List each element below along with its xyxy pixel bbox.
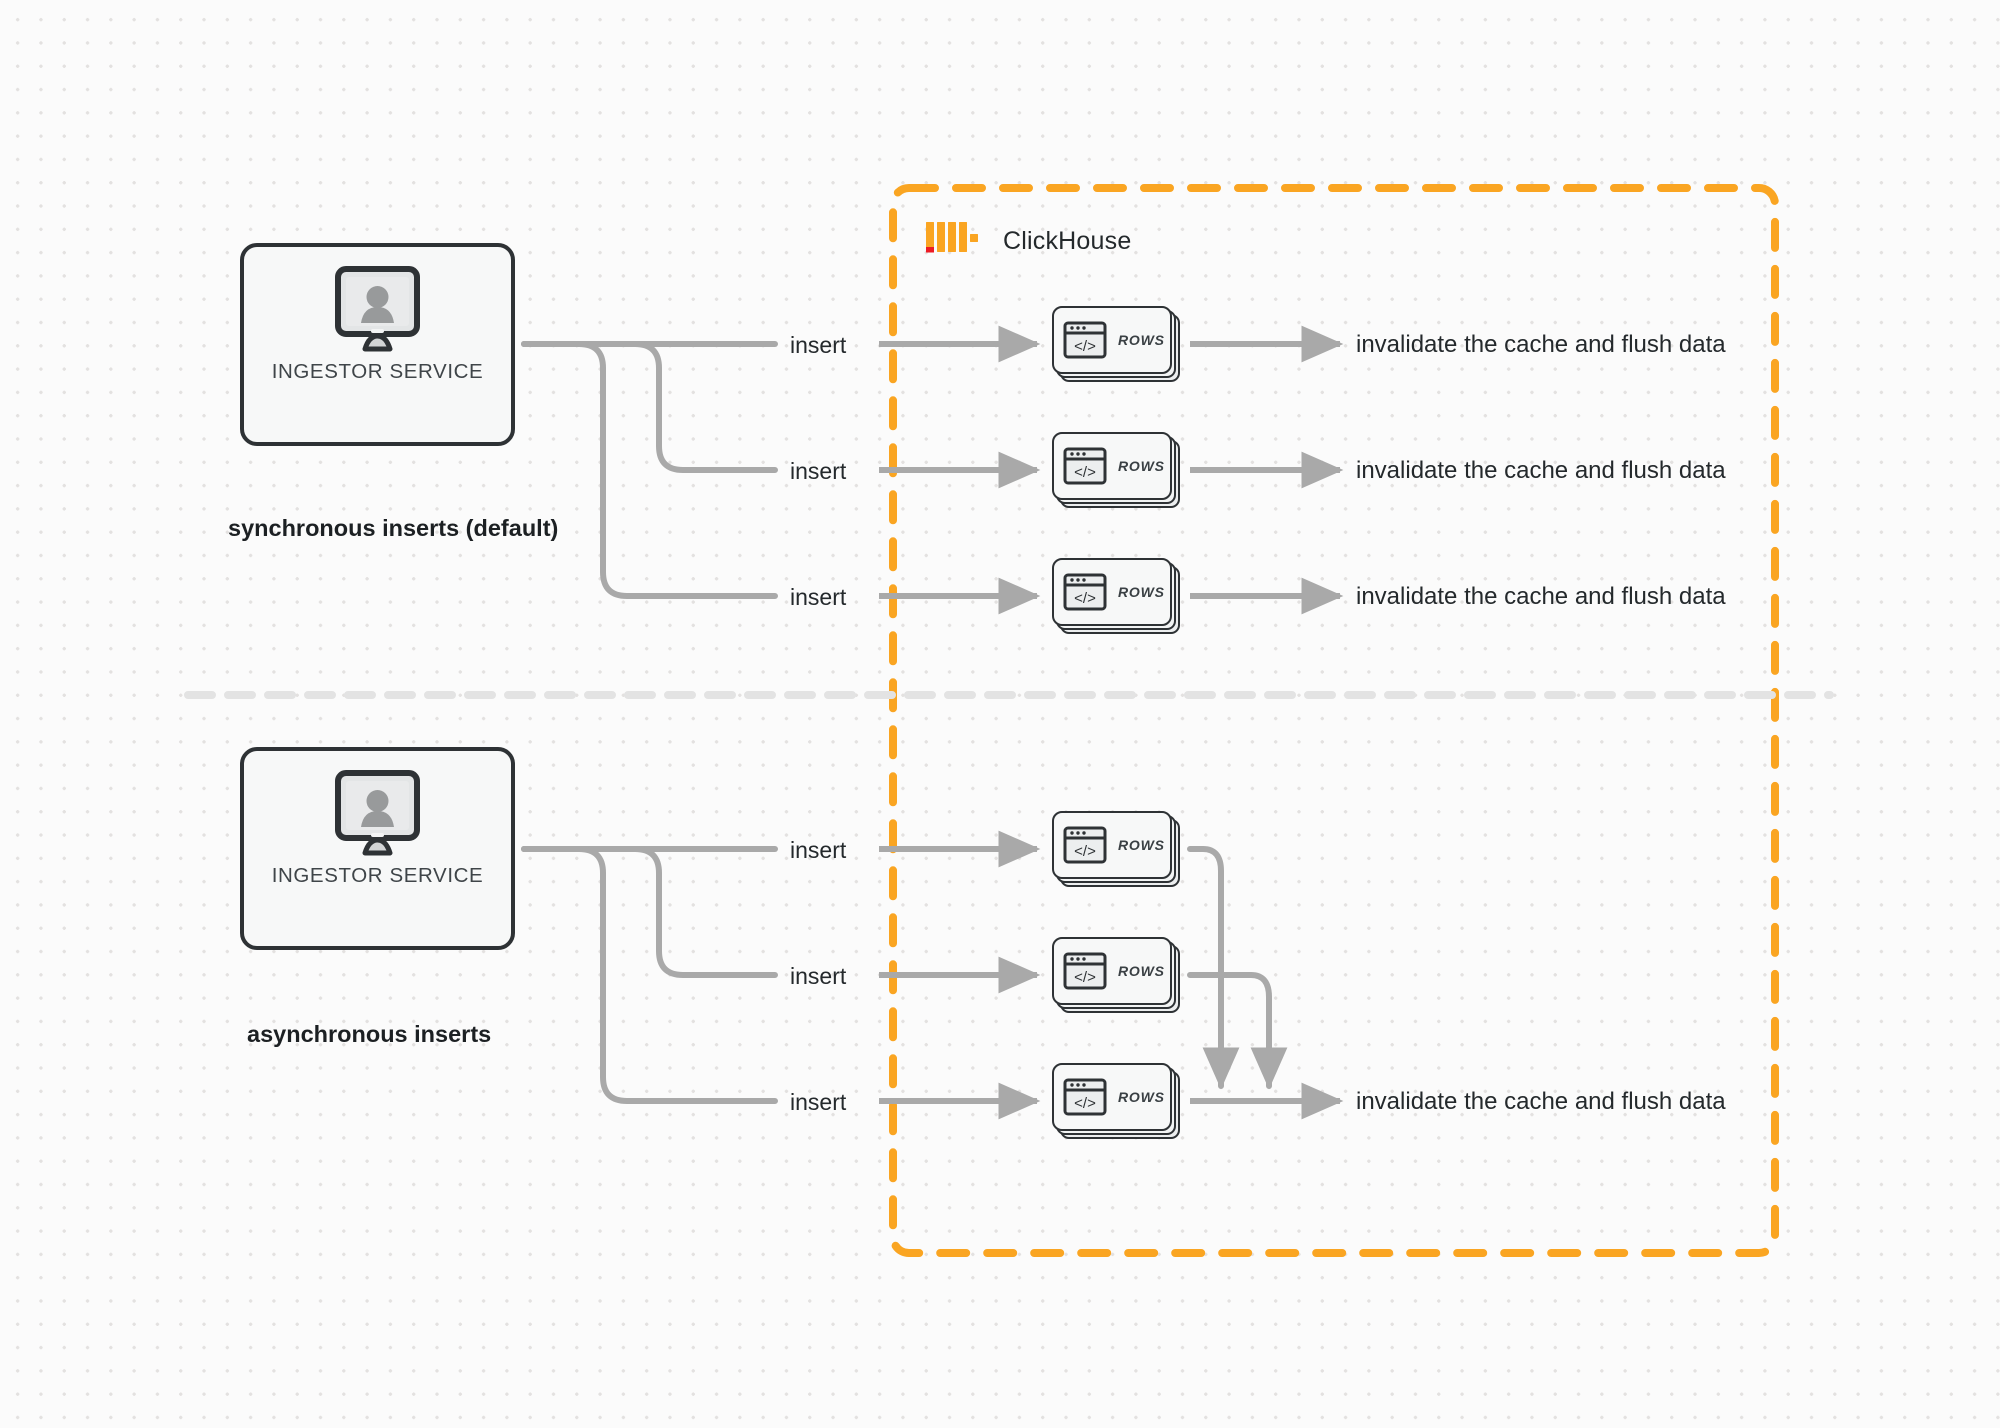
rows-card: </> ROWS [1052,432,1172,500]
code-window-icon: </> [1063,573,1107,611]
rows-node-async-3[interactable]: </> ROWS [1052,1063,1180,1139]
rows-card: </> ROWS [1052,937,1172,1005]
ingestor-service-label: INGESTOR SERVICE [271,864,484,887]
svg-text:</>: </> [1074,1095,1096,1112]
insert-label-sync-2: insert [790,458,847,484]
rows-node-sync-3[interactable]: </> ROWS [1052,558,1180,634]
clickhouse-header: ClickHouse [925,222,1131,260]
ingestor-service-label: INGESTOR SERVICE [271,360,484,383]
flush-label-sync-1: invalidate the cache and flush data [1356,331,1726,358]
sync-insert-arrows [879,325,1041,615]
mode-label-synchronous: synchronous inserts (default) [228,515,559,541]
sync-flush-arrows [1190,325,1344,615]
rows-node-async-2[interactable]: </> ROWS [1052,937,1180,1013]
svg-text:</>: </> [1074,843,1096,860]
rows-node-async-1[interactable]: </> ROWS [1052,811,1180,887]
code-window-icon: </> [1063,826,1107,864]
insert-label-async-2: insert [790,963,847,989]
async-insert-arrows [879,830,1041,1120]
ingestor-service-sync[interactable]: INGESTOR SERVICE [240,243,515,446]
rows-label: ROWS [1118,963,1165,979]
rows-card: </> ROWS [1052,306,1172,374]
code-window-icon: </> [1063,1078,1107,1116]
clickhouse-boundary-rect [889,184,1779,1257]
flush-label-sync-2: invalidate the cache and flush data [1356,457,1726,484]
rows-label: ROWS [1118,332,1165,348]
insert-label-sync-3: insert [790,584,847,610]
monitor-user-icon [335,770,420,856]
mode-label-asynchronous: asynchronous inserts [247,1021,492,1047]
flush-label-async: invalidate the cache and flush data [1356,1088,1726,1115]
insert-label-sync-1: insert [790,332,847,358]
rows-label: ROWS [1118,458,1165,474]
async-buffer-edges [1187,846,1288,1090]
rows-label: ROWS [1118,1089,1165,1105]
monitor-user-icon [335,266,420,352]
rows-card: </> ROWS [1052,558,1172,626]
rows-node-sync-1[interactable]: </> ROWS [1052,306,1180,382]
code-window-icon: </> [1063,447,1107,485]
insert-label-async-1: insert [790,837,847,863]
clickhouse-label: ClickHouse [1003,226,1132,255]
rows-card: </> ROWS [1052,811,1172,879]
async-fanout-edges [521,846,778,1104]
svg-text:</>: </> [1074,464,1096,481]
rows-card: </> ROWS [1052,1063,1172,1131]
rows-label: ROWS [1118,584,1165,600]
flush-label-sync-3: invalidate the cache and flush data [1356,583,1726,610]
insert-label-async-3: insert [790,1089,847,1115]
rows-node-sync-2[interactable]: </> ROWS [1052,432,1180,508]
code-window-icon: </> [1063,321,1107,359]
ingestor-service-async[interactable]: INGESTOR SERVICE [240,747,515,950]
svg-text:</>: </> [1074,969,1096,986]
clickhouse-logo-icon [926,222,978,253]
sync-fanout-edges [521,341,778,599]
svg-text:</>: </> [1074,590,1096,607]
svg-text:</>: </> [1074,338,1096,355]
rows-label: ROWS [1118,837,1165,853]
code-window-icon: </> [1063,952,1107,990]
